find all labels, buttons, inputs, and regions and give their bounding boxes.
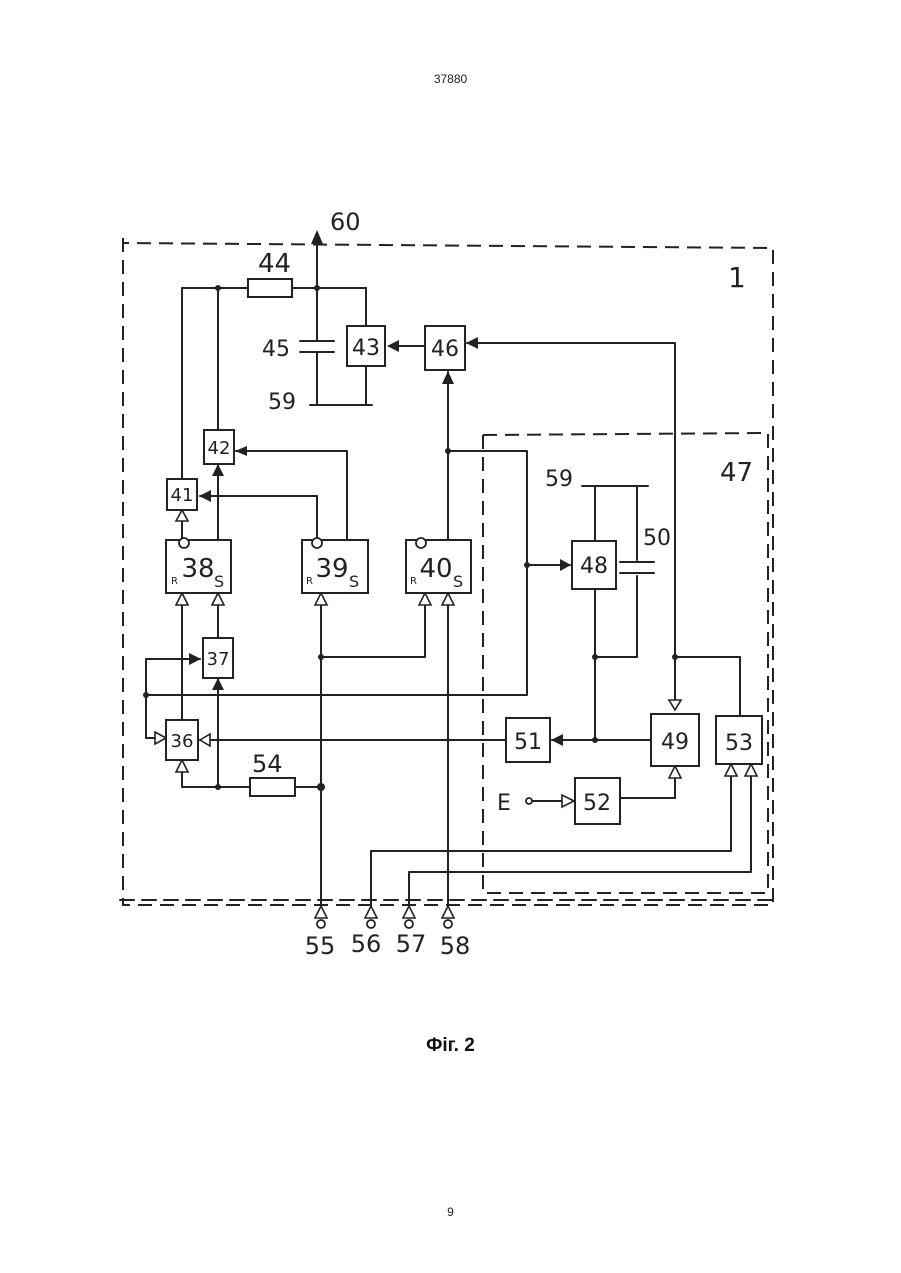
figure-caption: Фіг. 2 xyxy=(0,1035,901,1057)
arrow-into-49-top xyxy=(669,700,681,710)
junction-dot xyxy=(143,692,149,698)
junction-dot xyxy=(592,737,598,743)
junction-dot xyxy=(215,285,221,291)
wire-feedback-to-46 xyxy=(467,343,675,707)
arrow-into-36-right xyxy=(200,734,210,746)
wire-55-to-40 xyxy=(321,593,425,657)
arrow-into-39 xyxy=(315,593,327,605)
label-resistor-54: 54 xyxy=(252,750,283,778)
arrow-into-38-right xyxy=(212,593,224,605)
block-49-label: 49 xyxy=(661,730,689,755)
arrow-input-57 xyxy=(403,906,415,918)
arrow-into-38-left xyxy=(176,593,188,605)
block-43-label: 43 xyxy=(352,336,380,361)
arrow-output-60 xyxy=(311,230,323,244)
block-41-label: 41 xyxy=(171,485,194,506)
arrow-input-55 xyxy=(315,906,327,918)
trigger-40-label: 40 xyxy=(419,554,452,584)
terminal-57 xyxy=(405,920,413,928)
block-51-label: 51 xyxy=(514,730,542,755)
junction-dot xyxy=(445,448,451,454)
arrow-into-52 xyxy=(562,795,574,807)
terminal-55 xyxy=(317,920,325,928)
arrow-46-to-43 xyxy=(387,340,399,352)
arrow-input-58 xyxy=(442,906,454,918)
arrow-into-37 xyxy=(189,653,201,665)
label-input-57: 57 xyxy=(396,930,427,958)
block-53-label: 53 xyxy=(725,731,753,756)
arrow-58-into-40 xyxy=(442,593,454,605)
label-boundary-1: 1 xyxy=(728,261,746,294)
junction-dot xyxy=(317,783,325,791)
block-46-label: 46 xyxy=(431,337,459,362)
block-42-label: 42 xyxy=(208,438,231,459)
arrow-into-37-bottom xyxy=(212,678,224,690)
arrow-into-51 xyxy=(551,734,563,746)
wire-loop-into-37 xyxy=(146,659,200,695)
trigger-40-s: S xyxy=(453,572,463,591)
inner-boundary xyxy=(483,433,768,893)
arrow-into-42 xyxy=(212,464,224,476)
label-capacitor-50: 50 xyxy=(643,526,671,551)
arrow-into-46-right xyxy=(466,337,478,349)
arrow-into-41 xyxy=(176,510,188,521)
label-input-58: 58 xyxy=(440,932,471,960)
trigger-38-inv-output xyxy=(179,538,189,548)
wire-36-to-54 xyxy=(182,760,250,787)
wire-53-top xyxy=(675,657,740,716)
trigger-40-r: R xyxy=(410,576,417,587)
trigger-38-s: S xyxy=(214,572,224,591)
label-output-60: 60 xyxy=(330,208,361,236)
arrow-input-56 xyxy=(365,906,377,918)
trigger-39-r: R xyxy=(306,576,313,587)
junction-dot xyxy=(215,784,221,790)
arrow-into-48 xyxy=(560,559,571,571)
arrow-39-into-42 xyxy=(235,446,247,456)
block-52-label: 52 xyxy=(583,791,611,816)
junction-dot xyxy=(318,654,324,660)
label-input-56: 56 xyxy=(351,930,382,958)
trigger-39-label: 39 xyxy=(315,554,348,584)
trigger-38-label: 38 xyxy=(181,554,214,584)
trigger-39-inv-output xyxy=(312,538,322,548)
label-input-e: E xyxy=(497,791,511,816)
junction-dot xyxy=(524,562,530,568)
arrow-57-into-53 xyxy=(745,764,757,776)
label-boundary-47: 47 xyxy=(720,458,753,488)
label-input-55: 55 xyxy=(305,932,336,960)
label-ground-59-top: 59 xyxy=(268,390,296,415)
block-48-label: 48 xyxy=(580,554,608,579)
resistor-54 xyxy=(250,778,295,796)
arrow-56-into-53 xyxy=(725,764,737,776)
arrow-into-36-left xyxy=(155,732,166,744)
label-ground-59-right: 59 xyxy=(545,467,573,492)
junction-dot xyxy=(592,654,598,660)
wire-56-to-53 xyxy=(371,764,731,905)
wire-52-to-49 xyxy=(620,770,675,798)
page-number: 9 xyxy=(0,1205,901,1219)
label-capacitor-45: 45 xyxy=(262,337,290,362)
trigger-38-r: R xyxy=(171,576,178,587)
arrow-into-46-bottom xyxy=(442,371,454,384)
terminal-56 xyxy=(367,920,375,928)
label-resistor-44: 44 xyxy=(258,249,291,279)
junction-dot xyxy=(672,654,678,660)
arrow-into-40 xyxy=(419,593,431,605)
arrow-39-into-41 xyxy=(199,490,211,502)
terminal-e xyxy=(526,798,532,804)
block-36-label: 36 xyxy=(171,731,194,752)
trigger-40-inv-output xyxy=(416,538,426,548)
trigger-39-s: S xyxy=(349,572,359,591)
resistor-44 xyxy=(248,279,292,297)
terminal-58 xyxy=(444,920,452,928)
arrow-into-49-bottom xyxy=(669,766,681,778)
block-37-label: 37 xyxy=(207,649,230,670)
arrow-into-36-bottom xyxy=(176,760,188,772)
